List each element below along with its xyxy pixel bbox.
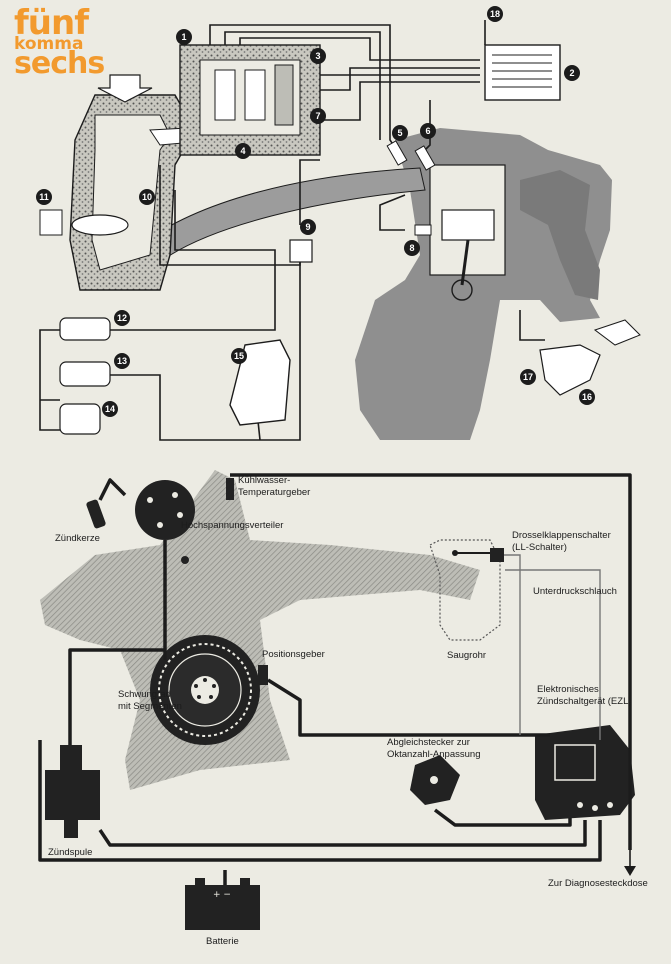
ignition-coil (45, 770, 100, 820)
label-saugrohr: Saugrohr (447, 650, 486, 661)
svg-text:3: 3 (315, 51, 320, 61)
marker-11: 11 (36, 189, 52, 205)
marker-15: 15 (231, 348, 247, 364)
svg-text:11: 11 (39, 192, 49, 202)
label-diagnose: Zur Diagnosesteckdose (548, 878, 648, 889)
svg-text:17: 17 (523, 372, 533, 382)
exhaust-pipe-shape (520, 170, 600, 300)
label-drossel-1: Drosselklappenschalter (512, 530, 611, 541)
svg-text:18: 18 (490, 9, 500, 19)
marker-16: 16 (579, 389, 595, 405)
svg-text:9: 9 (305, 222, 310, 232)
label-kuehlwasser-1: Kühlwasser- (238, 475, 290, 486)
logo-line-2: komma (14, 34, 84, 54)
ezl-control-unit (535, 725, 635, 820)
svg-text:5: 5 (397, 128, 402, 138)
label-positionsgeber: Positionsgeber (262, 649, 325, 660)
marker-10: 10 (139, 189, 155, 205)
svg-text:2: 2 (569, 68, 574, 78)
fuel-pump-14 (59, 403, 101, 435)
fuel-filter-13 (59, 361, 111, 387)
label-schwungrad-1: Schwungrad (118, 689, 171, 700)
svg-text:15: 15 (234, 351, 244, 361)
marker-5: 5 (392, 125, 408, 141)
marker-4: 4 (235, 143, 251, 159)
label-verteiler: Hochspannungsverteiler (181, 520, 283, 531)
air-inflow-arrow (97, 74, 153, 103)
marker-6: 6 (420, 123, 436, 139)
svg-text:14: 14 (105, 404, 115, 414)
position-sensor (258, 665, 268, 685)
svg-text:8: 8 (409, 243, 414, 253)
label-unterdruck: Unterdruckschlauch (533, 586, 617, 597)
label-zuendspule: Zündspule (48, 847, 92, 858)
warm-up-regulator-2 (484, 44, 561, 101)
battery: + − (185, 878, 260, 930)
octane-adjust-plug (410, 755, 460, 805)
svg-text:7: 7 (315, 111, 320, 121)
intake-manifold (429, 539, 501, 641)
marker-12: 12 (114, 310, 130, 326)
label-schwungrad-2: mit Segmenten (118, 701, 182, 712)
fuel-pump-12 (59, 317, 111, 341)
logo-line-1: fünf (14, 3, 89, 43)
svg-text:+ −: + − (213, 890, 231, 900)
svg-text:4: 4 (240, 146, 245, 156)
marker-8: 8 (404, 240, 420, 256)
spark-plug (86, 499, 106, 529)
svg-text:1: 1 (181, 32, 186, 42)
upper-part-markers: 1 2 3 4 5 6 7 8 9 10 11 12 13 14 15 16 1… (36, 6, 595, 417)
marker-3: 3 (310, 48, 326, 64)
piston-shape (441, 209, 495, 241)
marker-2: 2 (564, 65, 580, 81)
label-abgleich-2: Oktanzahl-Anpassung (387, 749, 480, 760)
intake-runner-shape (139, 167, 426, 263)
svg-text:16: 16 (582, 392, 592, 402)
label-batterie: Batterie (206, 936, 239, 947)
label-ezl-2: Zündschaltgerät (EZL) (537, 696, 632, 707)
label-ezl-1: Elektronisches (537, 684, 599, 695)
marker-17: 17 (520, 369, 536, 385)
marker-9: 9 (300, 219, 316, 235)
svg-text:12: 12 (117, 313, 127, 323)
label-kuehlwasser-2: Temperaturgeber (238, 487, 310, 498)
lower-labels: Kühlwasser- Temperaturgeber Zündkerze Ho… (48, 475, 648, 947)
distributor-cap (135, 480, 195, 540)
label-abgleich-1: Abgleichstecker zur (387, 737, 470, 748)
label-zuendkerze: Zündkerze (55, 533, 100, 544)
marker-1: 1 (176, 29, 192, 45)
logo-line-3: sechs (14, 46, 105, 81)
svg-text:6: 6 (425, 126, 430, 136)
fuel-filter-9 (289, 239, 313, 263)
svg-text:10: 10 (142, 192, 152, 202)
magazine-logo: fünf komma sechs (14, 3, 105, 81)
marker-7: 7 (310, 108, 326, 124)
lower-ignition-diagram: + − (38, 470, 636, 930)
marker-18: 18 (487, 6, 503, 22)
marker-13: 13 (114, 353, 130, 369)
marker-14: 14 (102, 401, 118, 417)
engine-silhouette (40, 470, 480, 790)
label-drossel-2: (LL-Schalter) (512, 542, 567, 553)
svg-text:13: 13 (117, 356, 127, 366)
upper-injection-diagram (39, 20, 641, 441)
